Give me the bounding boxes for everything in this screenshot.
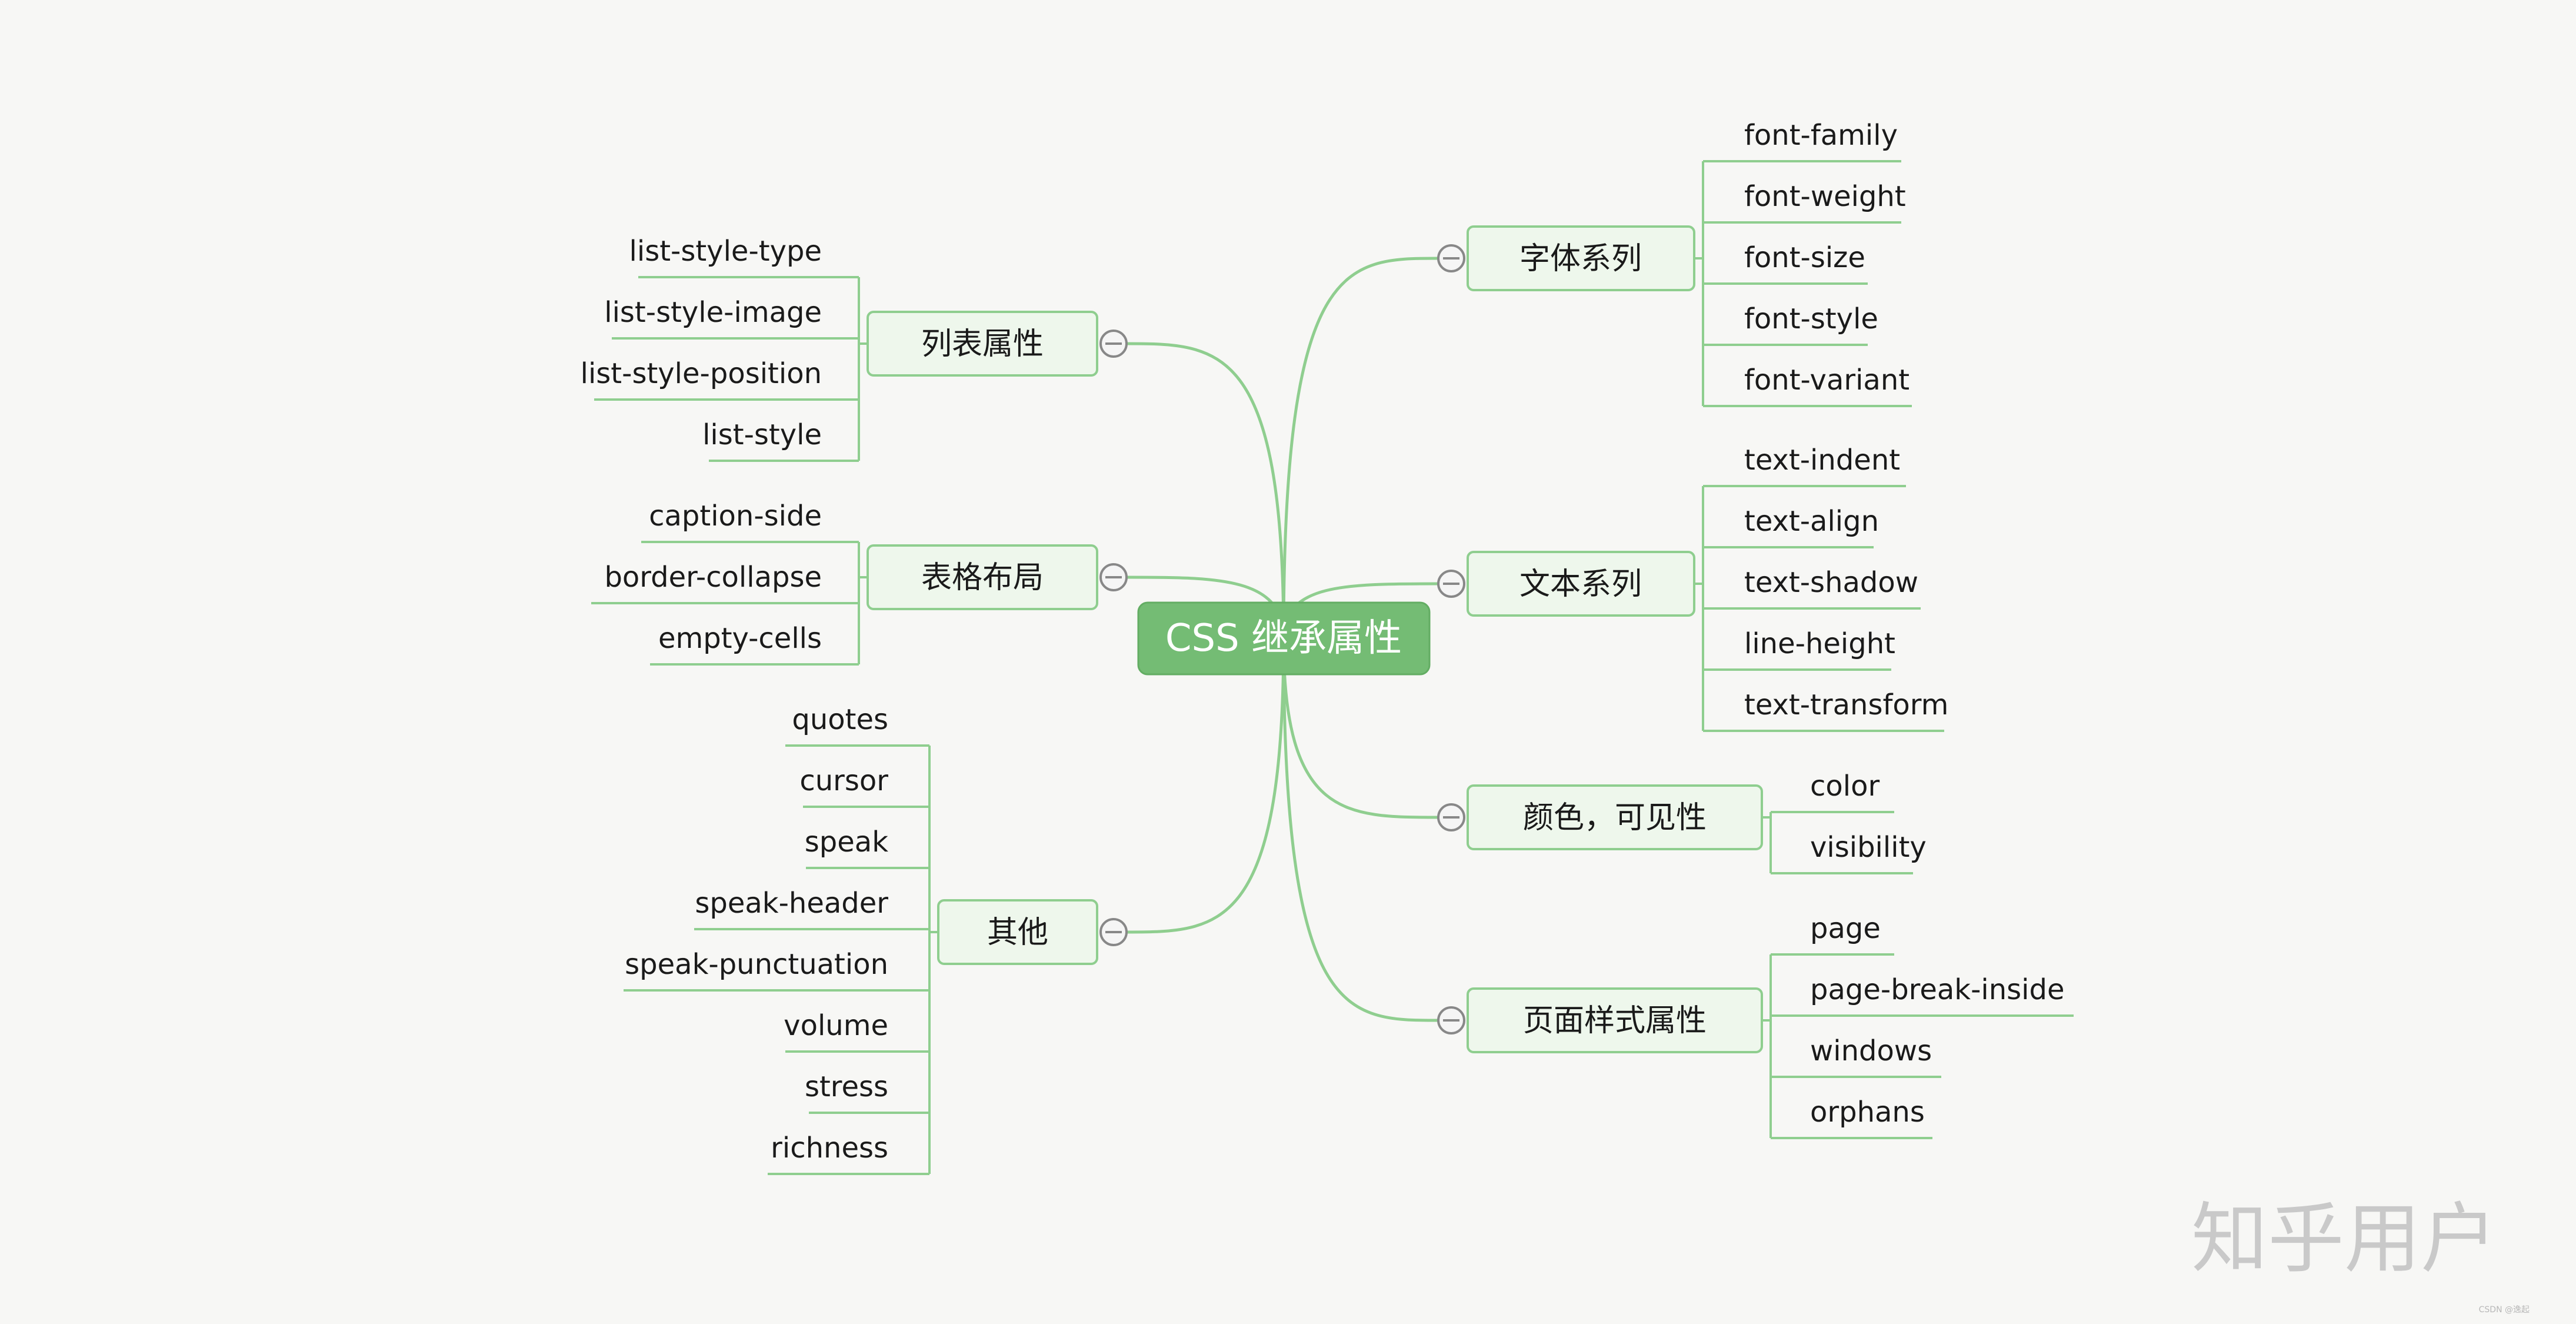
topic-label: 其他 — [987, 915, 1048, 950]
leaf-node[interactable]: visibility — [1810, 831, 1927, 864]
leaf-node[interactable]: volume — [784, 1009, 888, 1042]
branch-connector — [1126, 342, 1285, 639]
topic-node[interactable]: 字体系列 — [1467, 225, 1695, 291]
leaf-node[interactable]: speak-header — [695, 887, 888, 920]
leaf-node[interactable]: font-weight — [1744, 180, 1906, 213]
leaf-node[interactable]: list-style-type — [629, 235, 822, 268]
collapse-toggle-icon[interactable] — [1437, 803, 1465, 831]
leaf-node[interactable]: font-size — [1744, 241, 1865, 274]
branch-connector — [1126, 638, 1285, 934]
topic-label: 页面样式属性 — [1523, 1003, 1707, 1039]
leaf-node[interactable]: orphans — [1810, 1096, 1925, 1129]
topic-node-box — [867, 311, 1098, 377]
leaf-node[interactable]: text-indent — [1744, 444, 1900, 477]
leaf-node[interactable]: color — [1810, 770, 1879, 803]
root-node-box — [1137, 601, 1431, 676]
leaf-node[interactable]: speak-punctuation — [625, 948, 888, 981]
leaf-node[interactable]: font-family — [1744, 119, 1898, 152]
leaf-node[interactable]: list-style — [702, 418, 822, 451]
collapse-toggle-icon[interactable] — [1099, 330, 1128, 358]
collapse-toggle-icon[interactable] — [1437, 1006, 1465, 1034]
topic-node-box — [1467, 784, 1763, 850]
topic-label: 文本系列 — [1519, 567, 1642, 602]
leaf-node[interactable]: quotes — [792, 703, 888, 736]
leaf-node[interactable]: list-style-position — [581, 357, 822, 390]
leaf-node[interactable]: line-height — [1744, 627, 1895, 660]
topic-label: 表格布局 — [921, 560, 1044, 596]
collapse-toggle-icon[interactable] — [1099, 563, 1128, 591]
leaf-node[interactable]: text-shadow — [1744, 566, 1918, 599]
branch-connector — [1282, 638, 1439, 819]
collapse-toggle-icon[interactable] — [1437, 570, 1465, 598]
topic-label: 列表属性 — [921, 327, 1044, 362]
leaf-node[interactable]: windows — [1810, 1034, 1932, 1067]
leaf-node[interactable]: speak — [805, 826, 888, 859]
topic-node-box — [1467, 987, 1763, 1053]
leaf-node[interactable]: text-transform — [1744, 688, 1948, 721]
topic-node[interactable]: 文本系列 — [1467, 551, 1695, 617]
topic-label: 字体系列 — [1519, 241, 1642, 277]
topic-label: 颜色，可见性 — [1523, 800, 1707, 836]
topic-node-box — [867, 544, 1098, 610]
branch-connector — [1282, 257, 1439, 639]
leaf-node[interactable]: page — [1810, 912, 1881, 945]
watermark-small-text: CSDN @逸起 — [2479, 1305, 2530, 1315]
collapse-toggle-icon[interactable] — [1099, 918, 1128, 946]
branch-connector — [1282, 638, 1439, 1022]
topic-node-box — [1467, 225, 1695, 291]
leaf-node[interactable]: page-break-inside — [1810, 973, 2065, 1006]
leaf-node[interactable]: stress — [805, 1070, 888, 1103]
topic-node-box — [1467, 551, 1695, 617]
root-node[interactable]: CSS 继承属性 — [1137, 601, 1431, 676]
leaf-node[interactable]: font-variant — [1744, 364, 1909, 397]
topic-node[interactable]: 表格布局 — [867, 544, 1098, 610]
watermark-text: 知乎用户 — [2191, 1194, 2497, 1283]
leaf-node[interactable]: list-style-image — [604, 296, 822, 329]
leaf-node[interactable]: text-align — [1744, 505, 1879, 538]
topic-node[interactable]: 其他 — [937, 899, 1098, 965]
topic-node-box — [937, 899, 1098, 965]
leaf-node[interactable]: caption-side — [649, 500, 822, 533]
collapse-toggle-icon[interactable] — [1437, 244, 1465, 272]
leaf-node[interactable]: richness — [771, 1132, 888, 1165]
leaf-node[interactable]: font-style — [1744, 302, 1878, 335]
leaf-node[interactable]: cursor — [799, 764, 888, 797]
leaf-node[interactable]: empty-cells — [658, 622, 822, 655]
leaf-node[interactable]: border-collapse — [604, 561, 822, 594]
root-node-label: CSS 继承属性 — [1165, 617, 1402, 660]
topic-node[interactable]: 列表属性 — [867, 311, 1098, 377]
topic-node[interactable]: 页面样式属性 — [1467, 987, 1763, 1053]
topic-node[interactable]: 颜色，可见性 — [1467, 784, 1763, 850]
